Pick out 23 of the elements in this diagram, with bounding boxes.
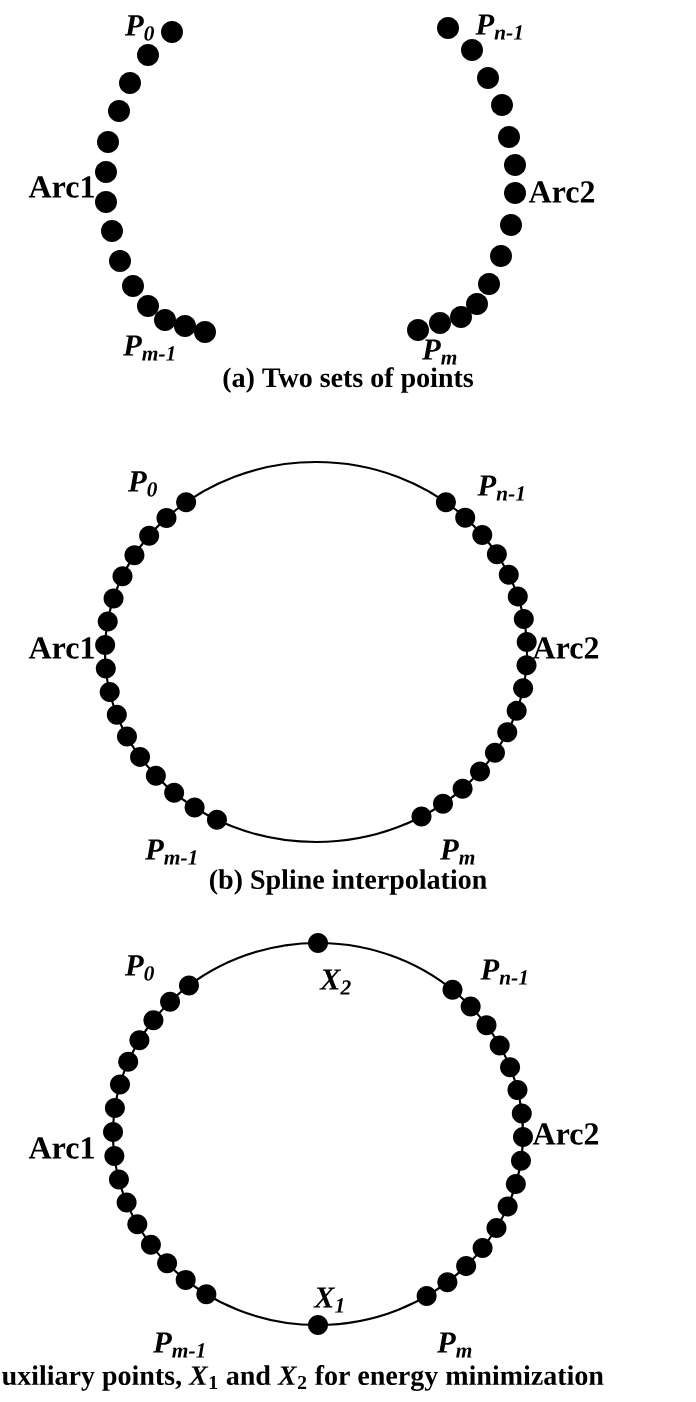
point-label: P$_{n-1}$ (480, 959, 527, 985)
point-label: P$_{m-1}$ (123, 335, 175, 361)
point-label: P$_{0}$ (127, 471, 157, 497)
point-label: P$_{m}$ (436, 1332, 472, 1358)
point-label: P$_{0}$ (124, 955, 154, 981)
point-label: P$_{m}$ (439, 839, 475, 865)
caption: (a) Two sets of points (223, 367, 473, 393)
caption: uxiliary points, X$_{1}$ and X$_{2}$ for energy minimization (2, 1365, 604, 1391)
caption: (b) Spline interpolation (210, 869, 487, 895)
point-label: X$_{1}$ (313, 1287, 344, 1313)
arc-label: Arc2 (528, 181, 595, 203)
point-label: P$_{m-1}$ (153, 1332, 205, 1358)
arc-label: Arc2 (532, 637, 599, 659)
arc-label: Arc1 (28, 1137, 94, 1159)
arc-label: Arc1 (28, 176, 94, 198)
arc-label: Arc2 (532, 1123, 599, 1145)
point-label: P$_{0}$ (124, 15, 154, 41)
point-label: P$_{m-1}$ (145, 839, 197, 865)
arc-label: Arc1 (28, 637, 94, 659)
point-label: P$_{n-1}$ (475, 14, 522, 40)
point-label: X$_{2}$ (319, 969, 351, 995)
point-label: P$_{n-1}$ (477, 475, 524, 501)
point-label: P$_{m}$ (421, 339, 457, 365)
